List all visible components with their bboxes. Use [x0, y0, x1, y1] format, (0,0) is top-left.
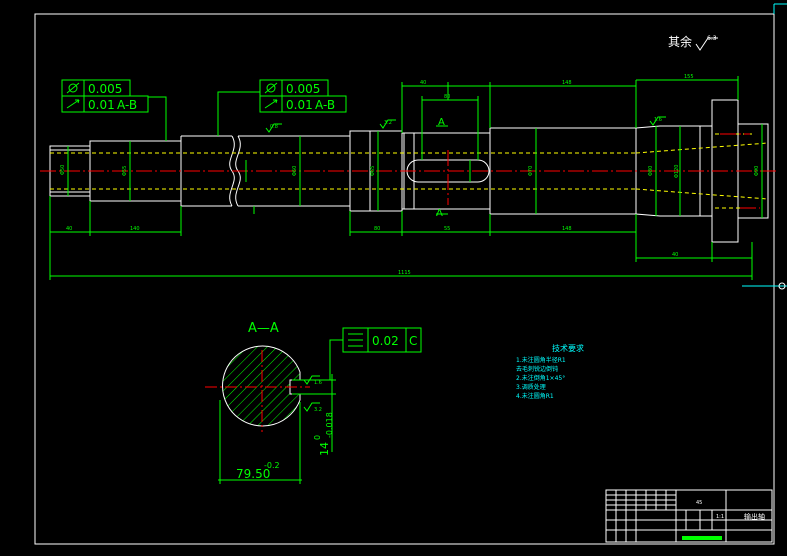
runout-icon — [66, 99, 80, 109]
dim-seg5: 148 — [562, 226, 572, 232]
tech-req-title: 技术要求 — [552, 343, 584, 353]
fcf-mid-value-2: 0.01 — [286, 98, 313, 112]
surface-finish-value: 6.3 — [707, 35, 717, 42]
tech-req-item-4: 3.调质处理 — [516, 383, 546, 391]
dim-seg4: 55 — [444, 226, 450, 232]
section-dim-key: 14 — [318, 442, 331, 456]
section-marker-bottom: A — [436, 208, 443, 219]
runout-icon — [264, 99, 278, 109]
section-fcf-datum: C — [409, 334, 417, 348]
dim-right-flange: 155 — [684, 74, 694, 80]
symmetry-icon — [348, 333, 363, 347]
dim-d4: Φ65 — [370, 166, 376, 176]
dimension-lines — [49, 76, 763, 280]
section-dim-key-tol-top: 0 — [313, 435, 322, 440]
fcf-mid: 0.005 0.01 A-B — [259, 79, 347, 113]
dim-top-key: 80 — [444, 94, 450, 100]
section-title: A—A — [248, 321, 279, 336]
dim-d3: Φ60 — [292, 166, 298, 176]
fcf-left-datum: A-B — [117, 98, 137, 112]
centerlines — [40, 133, 776, 209]
cylindricity-icon — [264, 82, 278, 94]
cylindricity-icon — [66, 82, 80, 94]
tech-req-item-5: 4.未注圆角R1 — [516, 392, 554, 400]
section-marker-top: A — [438, 117, 445, 128]
section-dim-width-tol: -0.2 — [264, 461, 280, 470]
dim-seg2: 140 — [130, 226, 140, 232]
fcf-left: 0.005 0.01 A-B — [61, 79, 149, 113]
section-marker: A A — [436, 117, 445, 219]
roughness-symbol-icon — [695, 37, 718, 51]
section-dim-key-tol-bottom: -0.018 — [325, 412, 334, 438]
section-view: A—A 0.02 C — [205, 321, 422, 484]
tech-req-item-1: 1.未注圆角半径R1 — [516, 356, 566, 364]
dim-d6: Φ80 — [648, 166, 654, 176]
fcf-left-value-2: 0.01 — [88, 98, 115, 112]
title-block — [605, 489, 773, 543]
title-block-scale: 1:1 — [716, 514, 724, 520]
tech-req-item-2: 去毛刺锐边倒钝 — [516, 365, 558, 373]
title-block-text: 45 输出轴 1:1 — [696, 500, 765, 521]
dim-seg1: 40 — [66, 226, 72, 232]
dim-d1: Φ50 — [60, 165, 66, 175]
dim-overall: 1115 — [398, 270, 411, 276]
fcf-left-value-1: 0.005 — [88, 82, 122, 96]
title-block-part-name: 输出轴 — [744, 512, 765, 521]
dim-d7: Φ120 — [674, 165, 680, 178]
section-fcf-value: 0.02 — [372, 334, 399, 348]
section-roughness-1: 1.6 — [314, 380, 322, 386]
dim-seg3: 80 — [374, 226, 380, 232]
dim-top-1: 40 — [420, 80, 426, 86]
roughness-label-1: 0.8 — [270, 124, 278, 130]
dim-d2: Φ55 — [122, 166, 128, 176]
surface-finish-prefix: 其余 — [668, 34, 692, 49]
title-block-stripe — [682, 536, 722, 540]
section-hatch — [222, 345, 300, 426]
dim-d5: Φ70 — [528, 166, 534, 176]
fcf-mid-datum: A-B — [315, 98, 335, 112]
tech-req-item-3: 2.未注倒角1×45° — [516, 374, 565, 382]
frame-edge-lines — [742, 3, 787, 290]
roughness-label-3: 3.2 — [384, 120, 392, 126]
dim-top-2: 148 — [562, 80, 572, 86]
surface-finish-note: 其余 6.3 — [668, 34, 718, 51]
roughness-label-2: 1.6 — [654, 117, 662, 123]
section-dim-width: 79.50 — [236, 467, 270, 481]
title-block-material: 45 — [696, 500, 702, 506]
section-outline — [222, 345, 301, 427]
section-roughness-2: 3.2 — [314, 407, 322, 413]
technical-requirements: 技术要求 1.未注圆角半径R1 去毛刺锐边倒钝 2.未注倒角1×45° 3.调质… — [516, 343, 584, 400]
dim-seg6: 40 — [672, 252, 678, 258]
drawing-frame — [34, 13, 775, 545]
dim-d8: Φ90 — [754, 166, 760, 176]
dimension-labels: 1115 40 140 80 55 148 40 155 40 148 80 Φ… — [60, 74, 760, 276]
fcf-mid-value-1: 0.005 — [286, 82, 320, 96]
